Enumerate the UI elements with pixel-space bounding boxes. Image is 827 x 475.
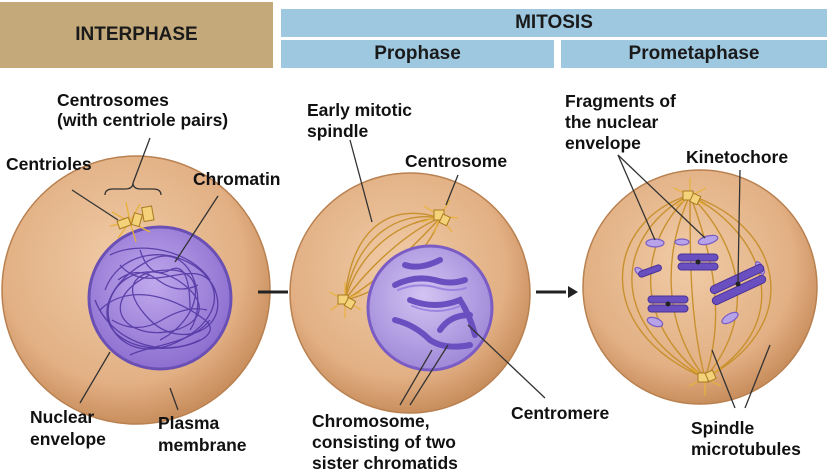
interphase-cell	[1, 137, 271, 425]
prophase-cell	[289, 139, 546, 414]
kinetochore-label: Kinetochore	[686, 147, 789, 167]
fragments-leader-b	[617, 154, 706, 239]
plasma-membrane-leader	[169, 387, 179, 411]
fragments-label: Fragments of	[565, 91, 676, 111]
arrow-icon	[536, 286, 578, 298]
centrioles-label: Centrioles	[6, 154, 92, 174]
chromatin	[94, 247, 219, 356]
centrosomes-leader	[132, 137, 151, 184]
fragments-label-3: envelope	[565, 133, 641, 153]
centrosome-leader	[445, 174, 459, 206]
chromosome-label-3: sister chromatids	[312, 453, 458, 473]
chromatin-label: Chromatin	[193, 169, 281, 189]
fragments-label-2: the nuclear	[565, 112, 659, 132]
centrosome-label: Centrosome	[405, 151, 508, 171]
chromosome-leader-b	[409, 344, 449, 406]
nuclear-envelope-leader	[79, 351, 111, 404]
nuclear-envelope-label: Nuclear	[30, 407, 95, 427]
chromatin-leader	[174, 195, 219, 263]
chromosome-leader-a	[399, 349, 433, 406]
spindle-microtubules	[622, 194, 772, 379]
nuclear-envelope-label-2: envelope	[30, 429, 106, 449]
prometaphase-cell	[582, 154, 818, 409]
interphase-header: INTERPHASE	[0, 2, 273, 68]
chromosome-label-2: consisting of two	[312, 432, 456, 452]
kinetochores	[665, 259, 741, 307]
early-spindle-label: Early mitotic	[307, 100, 413, 120]
nucleus-prophase	[366, 244, 494, 372]
mitosis-header: MITOSIS	[281, 9, 827, 37]
spindle-mt-leader-b	[744, 344, 771, 409]
chromosome-label: Chromosome,	[312, 411, 430, 431]
centrosomes-label: Centrosomes	[57, 90, 169, 110]
spindle-mt-label-2: microtubules	[691, 439, 801, 459]
centrosome-prometa-bottom	[688, 367, 722, 396]
spindle-mt-leader-a	[711, 349, 736, 409]
prometaphase-header: Prometaphase	[561, 40, 827, 68]
prophase-chromosome-outline	[397, 284, 467, 312]
centromere-label: Centromere	[511, 403, 610, 423]
prometaphase-chromosomes	[638, 253, 767, 313]
centrosome-prometa-top	[673, 178, 707, 207]
prophase-header: Prophase	[281, 40, 554, 68]
plasma-membrane-label-2: membrane	[158, 435, 247, 455]
centromere-leader	[467, 324, 546, 399]
early-spindle-leader	[349, 139, 373, 223]
centrosome-prophase-top	[421, 199, 459, 235]
prophase-chromosomes	[392, 257, 478, 350]
centrosome-interphase	[109, 201, 155, 243]
centrosomes-label-2: (with centriole pairs)	[57, 110, 229, 130]
spindle-mt-label: Spindle	[691, 418, 755, 438]
centrioles-leader	[71, 189, 119, 221]
kinetochore-leader	[737, 169, 741, 283]
early-spindle-label-2: spindle	[307, 121, 369, 141]
plasma-membrane-label: Plasma	[158, 413, 220, 433]
fragments-leader-a	[617, 154, 656, 241]
plasma-membrane-3	[582, 169, 818, 405]
centrosome-prophase-left	[328, 282, 362, 318]
